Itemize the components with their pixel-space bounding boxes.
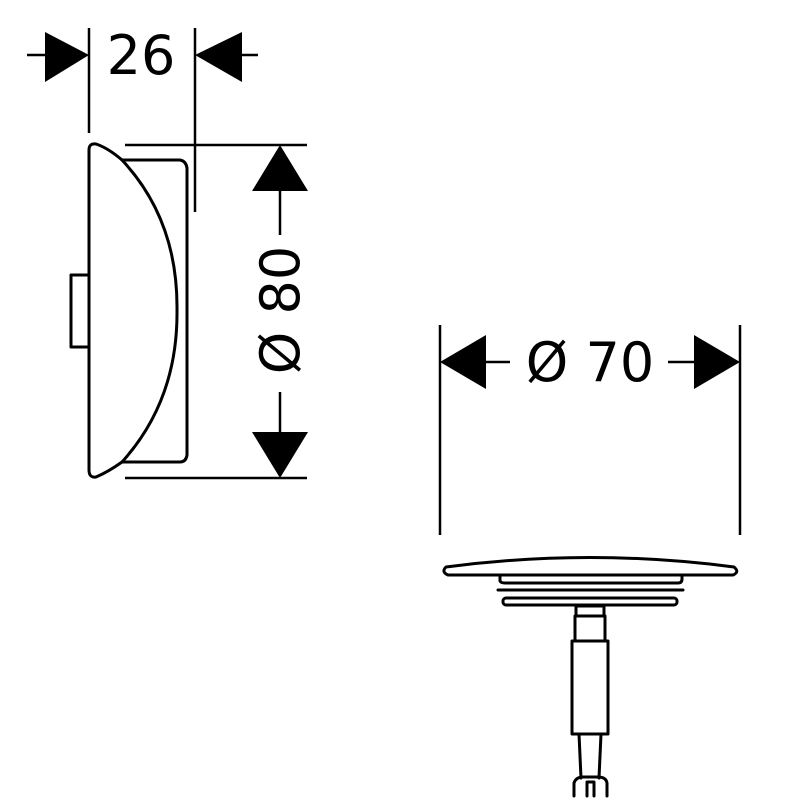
- plug-seal: [501, 596, 679, 607]
- plug-ring: [498, 573, 684, 585]
- dimension-label-depth: 26: [107, 24, 176, 87]
- arrow-right-icon: [694, 335, 740, 389]
- drain-plug-side-view: [442, 556, 739, 798]
- arrow-right-icon: [45, 32, 89, 82]
- plug-stem: [570, 639, 610, 736]
- arrow-up-icon: [252, 145, 308, 191]
- dimension-label-diameter-plug: Ø 70: [526, 331, 654, 394]
- cover-outline: [87, 142, 189, 479]
- overflow-cover-side-view: [69, 142, 189, 479]
- plug-screw-head: [572, 775, 609, 798]
- dimension-label-diameter-outer: Ø 80: [249, 246, 312, 374]
- dimension-diameter-plug: Ø 70: [438, 325, 742, 535]
- arrow-left-icon: [440, 335, 486, 389]
- plug-cap: [442, 556, 739, 577]
- cover-face-curve: [120, 158, 179, 464]
- dimension-diameter-outer: Ø 80: [125, 143, 312, 480]
- arrow-left-icon: [195, 32, 242, 82]
- cover-stub: [69, 273, 91, 349]
- dimension-depth: 26: [27, 24, 258, 212]
- arrow-down-icon: [252, 432, 308, 478]
